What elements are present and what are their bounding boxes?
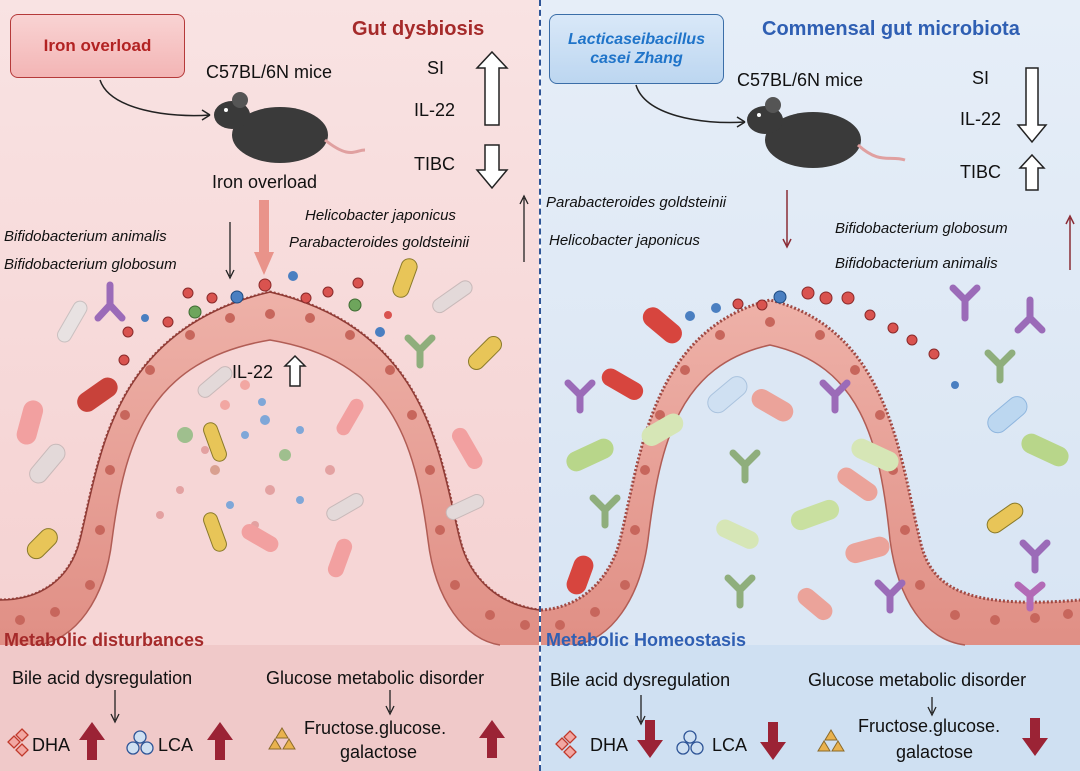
left-dha-icon	[7, 728, 29, 757]
left-mouse-caption: Iron overload	[212, 172, 318, 192]
right-section-title: Metabolic Homeostasis	[546, 630, 747, 650]
right-decreased-bacterium-2: Helicobacter japonicus	[549, 232, 700, 249]
right-tibc-up-arrow-icon	[1018, 153, 1046, 191]
right-dark-red-arrows	[782, 190, 1075, 270]
right-decrease-arrows	[637, 718, 1048, 760]
iron-overload-box-label: Iron overload	[43, 36, 152, 55]
left-curved-arrow	[99, 79, 211, 117]
left-gut-il22-label: IL-22	[232, 362, 274, 382]
right-mice-label: C57BL/6N mice	[737, 70, 864, 90]
left-tibc-down-arrow-icon	[475, 144, 509, 190]
right-increased-bacterium-1: Bifidobacterium globosum	[835, 220, 1008, 237]
right-dha-icon	[555, 730, 577, 759]
right-metabolite-dots	[685, 286, 959, 389]
right-si-down-arrow-icon	[1016, 67, 1048, 144]
left-glucose-label: Glucose metabolic disorder	[266, 668, 485, 688]
left-tibc-label: TIBC	[414, 154, 456, 174]
left-section-title: Metabolic disturbances	[4, 630, 205, 650]
lc-box-line1: Lacticaseibacillus	[568, 31, 705, 48]
left-cell-nuclei	[15, 309, 530, 630]
right-curved-arrow	[635, 84, 746, 124]
right-lca-icon	[676, 730, 704, 755]
right-title: Commensal gut microbiota	[762, 18, 1020, 40]
right-increased-bacterium-2: Bifidobacterium animalis	[835, 255, 998, 272]
right-sugar-icon	[817, 729, 845, 752]
right-si-label: SI	[972, 68, 990, 88]
panel-divider	[539, 0, 541, 771]
left-increased-bacterium-1: Helicobacter japonicus	[305, 207, 456, 224]
right-lca-label: LCA	[712, 735, 748, 755]
iron-overload-box: Iron overload	[10, 14, 185, 78]
left-sugars-line1: Fructose.glucose.	[304, 718, 447, 738]
left-si-label: SI	[427, 58, 445, 78]
right-decreased-bacterium-1: Parabacteroides goldsteinii	[546, 194, 727, 211]
right-sugars-line2: galactose	[896, 742, 974, 762]
left-title: Gut dysbiosis	[352, 18, 485, 40]
left-bile-acid-label: Bile acid dysregulation	[12, 668, 193, 688]
left-bacteria	[16, 258, 502, 578]
left-sugars-line2: galactose	[340, 742, 418, 762]
left-lca-icon	[126, 730, 154, 755]
lc-box-line2: casei Zhang	[590, 50, 683, 67]
left-decreased-bacterium-1: Bifidobacterium animalis	[4, 228, 167, 245]
left-si-up-arrow-icon	[475, 50, 509, 126]
right-metabolic-band	[541, 644, 1080, 771]
right-dha-label: DHA	[590, 735, 629, 755]
left-mouse-icon	[214, 92, 366, 163]
right-bacteria	[564, 284, 1069, 621]
right-glucose-label: Glucose metabolic disorder	[808, 670, 1027, 690]
right-tibc-label: TIBC	[960, 162, 1002, 182]
right-bile-acid-label: Bile acid dysregulation	[550, 670, 731, 690]
lacticaseibacillus-box: Lacticaseibacillus casei Zhang	[549, 14, 724, 84]
left-increase-arrows	[79, 720, 505, 760]
left-il22-label: IL-22	[414, 100, 456, 120]
left-dha-label: DHA	[32, 735, 71, 755]
left-il22-gut-up-arrow-icon	[283, 354, 307, 387]
right-thin-arrows	[636, 695, 937, 726]
right-il22-label: IL-22	[960, 109, 1002, 129]
iron-overload-down-arrow	[254, 200, 274, 275]
right-mouse-icon	[747, 97, 906, 168]
right-sugars-line1: Fructose.glucose.	[858, 716, 1001, 736]
left-mice-label: C57BL/6N mice	[206, 62, 333, 82]
left-increased-bacterium-2: Parabacteroides goldsteinii	[289, 234, 470, 251]
left-gut-epithelium	[0, 290, 540, 646]
left-metabolite-dots	[118, 271, 392, 529]
left-lca-label: LCA	[158, 735, 194, 755]
right-gut-epithelium	[540, 298, 1080, 646]
left-thin-arrows	[110, 194, 529, 724]
left-decreased-bacterium-2: Bifidobacterium globosum	[4, 256, 177, 273]
left-sugar-icon	[268, 727, 296, 750]
